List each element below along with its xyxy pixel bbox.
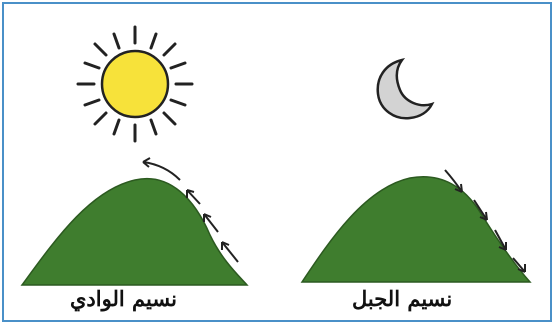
caption-mountain-breeze: نسيم الجبل — [352, 286, 452, 311]
mountain-right — [302, 177, 530, 282]
caption-valley-breeze: نسيم الوادي — [70, 286, 177, 311]
moon-icon — [378, 60, 432, 118]
mountain-left — [22, 179, 247, 285]
sun-icon — [78, 27, 192, 141]
